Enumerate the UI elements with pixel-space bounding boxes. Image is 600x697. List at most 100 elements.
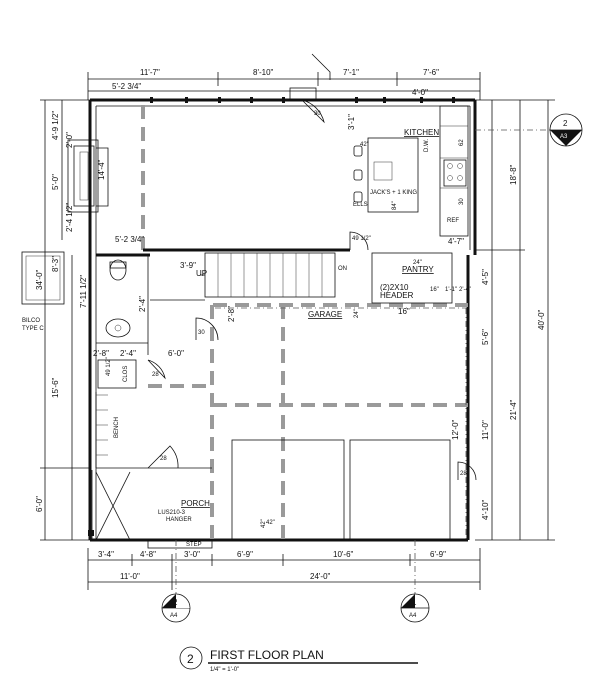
note-hanger-2: HANGER xyxy=(166,517,192,523)
title-number: 2 xyxy=(187,652,194,666)
dim-bottom-6: 6'-9" xyxy=(430,550,446,559)
door-tag-28-b: 28 xyxy=(152,372,159,378)
room-label-garage: GARAGE xyxy=(308,310,342,319)
section-a3-num: 2 xyxy=(563,119,568,128)
dim-stair-3-9: 3'-9" xyxy=(180,261,196,270)
dim-counter-30: 30 xyxy=(459,198,465,205)
dim-bottom-3: 3'-0" xyxy=(184,550,200,559)
dim-right-mid-1: 18'-8" xyxy=(509,164,518,185)
dim-right-outer: 40'-0" xyxy=(537,309,546,330)
dim-16-b: 1'-1" xyxy=(445,287,457,293)
door-tag-28-c: 28 xyxy=(160,456,167,462)
dim-16-a: 16" xyxy=(430,287,439,293)
dim-1-1: 49 1/2" xyxy=(352,236,371,242)
dim-24-garage: 42" xyxy=(266,520,275,526)
dim-right-inner-1: 4'-5" xyxy=(481,269,490,285)
left-dimension-string: 4'-9 1/2" 2'-0" 5'-0" 2'-4 1/2" 8'-3" 7'… xyxy=(35,99,90,541)
fireplace: 14'-4" xyxy=(67,139,109,213)
stairs: UP ON 3'-9" xyxy=(143,248,350,301)
dim-bottom-5: 10'-6" xyxy=(333,550,354,559)
dim-fireplace-height: 14'-4" xyxy=(97,159,106,180)
dim-pantry-header2: HEADER xyxy=(380,291,414,300)
dim-garage-24: 24" xyxy=(354,309,360,318)
dim-counter-62: 62 xyxy=(459,139,465,146)
dim-left-4: 2'-4 1/2" xyxy=(65,203,74,232)
dim-bath-2-4b: 2'-4" xyxy=(120,349,136,358)
dim-kitchen-3-1: 3'-1" xyxy=(347,114,356,130)
dim-left-2: 2'-0" xyxy=(65,132,74,148)
dim-right-mid-2: 21'-4" xyxy=(509,399,518,420)
door-tag-30-b: 30 xyxy=(198,330,205,336)
dim-left-5: 8'-3" xyxy=(51,256,60,272)
note-bilco: BILCO xyxy=(22,318,40,324)
pantry: PANTRY (2)2X10 HEADER 16" 1'-1" 2'-4" 49… xyxy=(349,231,471,304)
label-ells: ELLS xyxy=(353,202,368,208)
dim-top-2: 8'-10" xyxy=(253,68,274,77)
bilco-door: BILCO TYPE C 34'-0" xyxy=(21,251,65,332)
drawing-title: 2 FIRST FLOOR PLAN 1/4" = 1'-0" xyxy=(179,646,418,673)
title-scale: 1/4" = 1'-0" xyxy=(210,667,239,673)
room-label-pantry: PANTRY xyxy=(402,265,434,274)
dim-island-42: 42" xyxy=(360,142,369,148)
dim-right-inner-4: 12'-0" xyxy=(451,419,460,440)
label-dw: D.W. xyxy=(424,139,430,152)
door-tag-28-a: 28 xyxy=(460,471,467,477)
dim-bottom-4: 6'-9" xyxy=(237,550,253,559)
dim-top-inner-2: 4'-0" xyxy=(412,88,428,97)
dim-top-3: 7'-1" xyxy=(343,68,359,77)
note-hanger: LUS210-3 xyxy=(158,510,186,516)
label-bench: BENCH xyxy=(114,417,120,438)
right-dimension-string: 40'-0" 18'-8" 21'-4" 4'-5" 5'-6" 11'-0" … xyxy=(451,99,555,541)
dim-left-1: 4'-9 1/2" xyxy=(51,111,60,140)
dim-garage-11-4: 16" xyxy=(398,307,410,316)
section-a4-left-sheet: A4 xyxy=(170,613,178,619)
bottom-dimension-string: 3'-4" 4'-8" 3'-0" 6'-9" 10'-6" 6'-9" 11'… xyxy=(87,548,481,590)
label-jacks-king: JACK'S + 1 KING xyxy=(370,190,417,196)
garage: GARAGE 16" 24" 30 28 42" xyxy=(195,307,477,541)
dim-porch-24: 42" xyxy=(261,519,267,528)
dim-bottom-row2-2: 24'-0" xyxy=(310,572,331,581)
dim-top-1: 11'-7" xyxy=(140,68,160,77)
dim-bottom-2: 4'-8" xyxy=(140,550,156,559)
label-clos: CLOS xyxy=(123,366,129,382)
section-marker-a3: 2 A3 xyxy=(475,113,583,147)
dim-bath-2-8: 2'-8" xyxy=(93,349,109,358)
dim-top-4: 7'-6" xyxy=(423,68,439,77)
label-up: UP xyxy=(196,269,207,278)
section-marker-a4-right: 1 A4 xyxy=(400,540,430,623)
dim-bath-2-8b: 2'-8" xyxy=(227,306,236,322)
dim-left-8: 15'-6" xyxy=(51,377,60,398)
section-a4-right-sheet: A4 xyxy=(409,613,417,619)
label-step: STEP xyxy=(186,542,202,548)
section-marker-a4-left: 2 A4 xyxy=(161,540,191,623)
label-on: ON xyxy=(338,266,347,272)
kitchen-area: KITCHEN 62 30 REF D.W. 42" 84" JACK'S + … xyxy=(301,99,469,237)
dim-bottom-row2-1: 11'-0" xyxy=(120,572,140,581)
title-text: FIRST FLOOR PLAN xyxy=(210,648,324,662)
dim-left-34: 34'-0" xyxy=(35,269,44,290)
top-dimension-string: 11'-7" 8'-10" 7'-1" 7'-6" 5'-2 3/4" 4'-0… xyxy=(87,53,481,100)
dim-left-9: 6'-0" xyxy=(35,496,44,512)
bath-area: 2'-4" 2'-8" 2'-4" 6'-0" 2'-8" 49 1/2" CL… xyxy=(93,235,236,389)
note-bilco-type: TYPE C xyxy=(22,326,44,332)
dim-left-3: 5'-0" xyxy=(51,174,60,190)
room-label-porch: PORCH xyxy=(181,499,210,508)
dim-2-4-pantry: 24" xyxy=(413,260,422,266)
dim-49: 49 1/2" xyxy=(106,357,112,376)
dim-right-inner-3: 11'-0" xyxy=(481,420,490,440)
dim-bath-2-4: 2'-4" xyxy=(138,296,147,312)
door-tag-30-a: 30 xyxy=(314,111,321,117)
dim-4-7: 4'-7" xyxy=(448,237,464,246)
dim-16-c: 2'-4" xyxy=(459,287,471,293)
label-ref: REF xyxy=(447,218,459,224)
section-a3-sheet: A3 xyxy=(560,134,568,140)
dim-pantry-header: (2)2X10 xyxy=(380,283,409,292)
dim-left-7: 7'-11 1/2" xyxy=(79,275,88,308)
dim-right-inner-5: 4'-10" xyxy=(481,499,490,520)
dim-island-84: 84" xyxy=(392,201,398,210)
dim-top-inner-1: 5'-2 3/4" xyxy=(112,82,141,91)
dim-bath-6-0: 6'-0" xyxy=(168,349,184,358)
dim-bottom-1: 3'-4" xyxy=(98,550,114,559)
porch-area: BENCH 28 PORCH LUS210-3 HANGER STEP 42" xyxy=(88,392,267,549)
